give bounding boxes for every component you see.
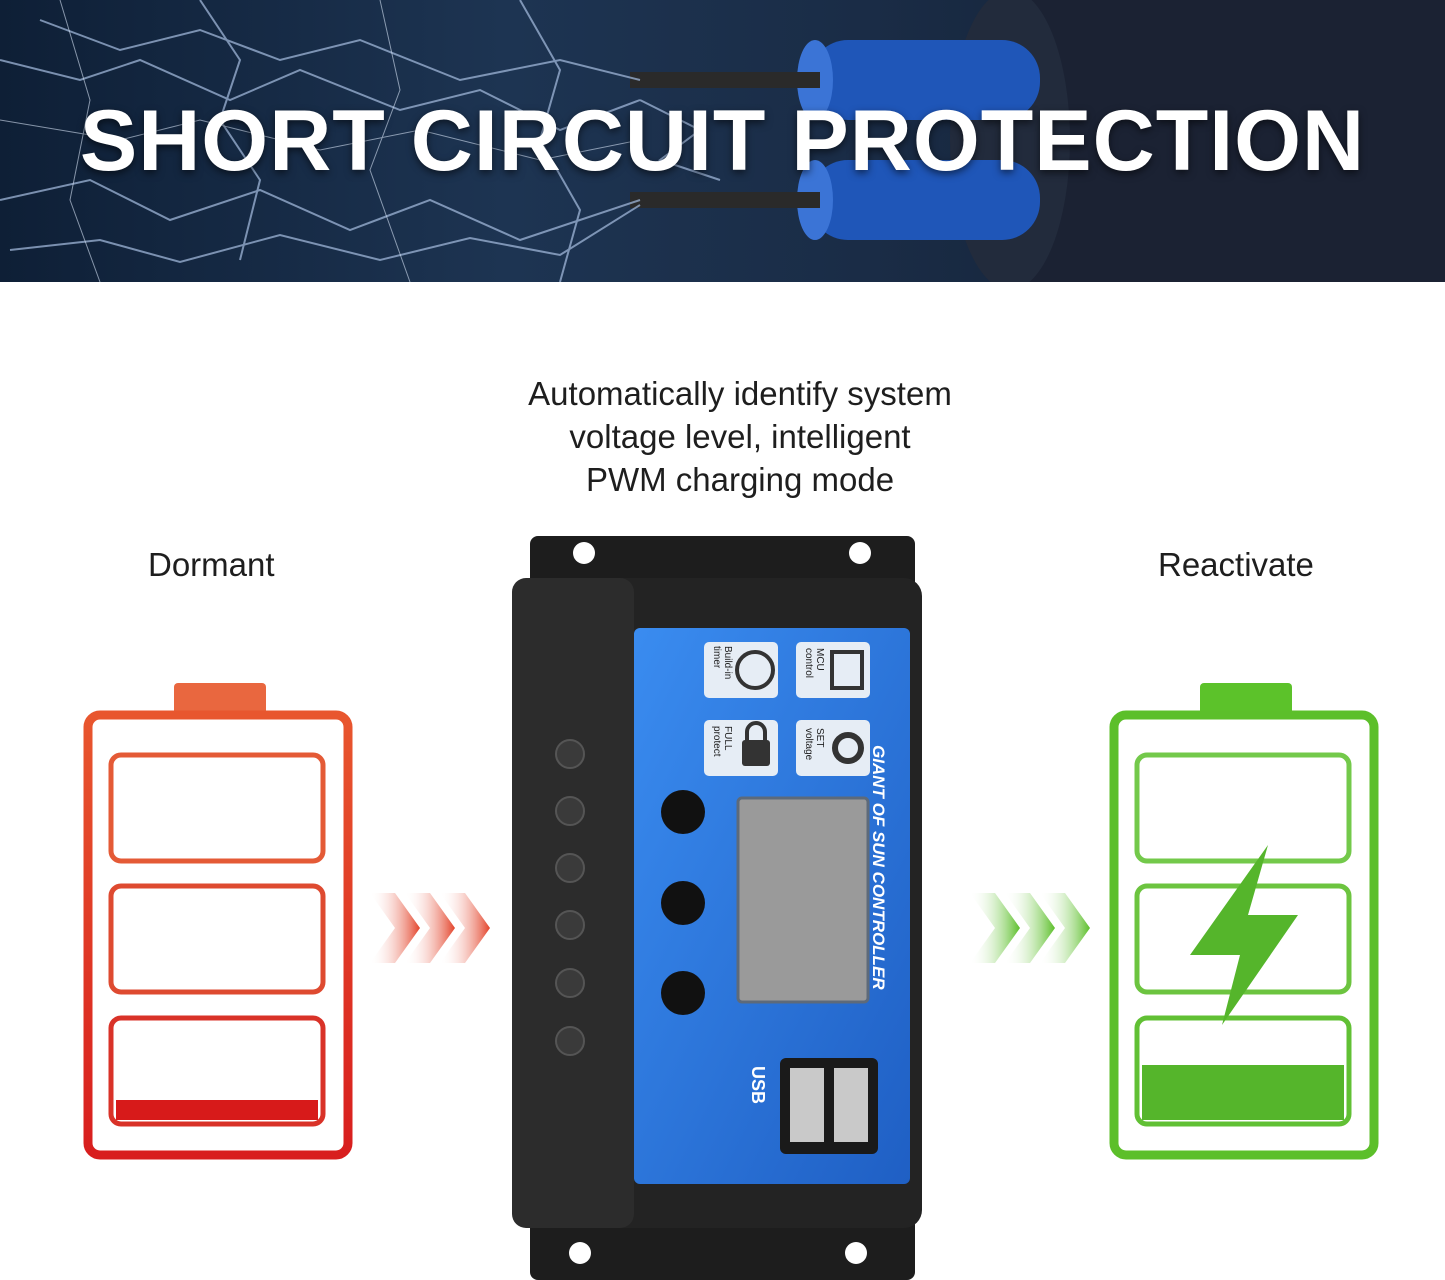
charging-battery-icon	[1109, 683, 1379, 1160]
feature-voltage-line-2: voltage	[803, 728, 814, 761]
dormant-battery-icon	[83, 683, 353, 1160]
caption-line-2: voltage level, intelligent	[569, 418, 911, 455]
terminal-screws	[555, 739, 585, 1056]
lightning-bolt-icon	[1190, 845, 1298, 1025]
caption-line-3: PWM charging mode	[585, 461, 895, 498]
feature-protect-line-2: protect	[711, 726, 722, 757]
controller-buttons	[661, 790, 705, 1015]
feature-caption: Automatically identify system voltage le…	[470, 372, 1010, 501]
feature-voltage-line-1: SET	[814, 728, 825, 748]
feature-mcu-line-1: MCU	[814, 648, 825, 671]
feature-badge-voltage: SET voltage	[803, 728, 825, 760]
controller-brand-label: GIANT OF SUN CONTROLLER	[869, 745, 888, 990]
cable-lightning-illustration	[0, 0, 1445, 282]
feature-badge-mcu: MCU control	[803, 648, 825, 678]
feature-protect-line-1: FULL	[722, 726, 733, 751]
feature-timer-line-1: Build-in	[722, 646, 733, 680]
usb-label: USB	[748, 1066, 768, 1105]
feature-timer-line-2: timer	[711, 646, 722, 669]
header-banner: SHORT CIRCUIT PROTECTION	[0, 0, 1445, 282]
arrow-right-icon	[970, 893, 1090, 963]
solar-charge-controller	[512, 536, 922, 1280]
feature-mcu-line-2: control	[803, 648, 814, 679]
reactivate-label: Reactivate	[1158, 546, 1314, 583]
feature-badge-timer: Build-in timer	[711, 646, 733, 679]
dormant-label: Dormant	[148, 546, 275, 583]
arrow-right-icon	[370, 893, 490, 963]
caption-line-1: Automatically identify system	[528, 375, 952, 412]
banner-title: SHORT CIRCUIT PROTECTION	[79, 93, 1366, 189]
feature-badge-protect: FULL protect	[711, 726, 733, 757]
